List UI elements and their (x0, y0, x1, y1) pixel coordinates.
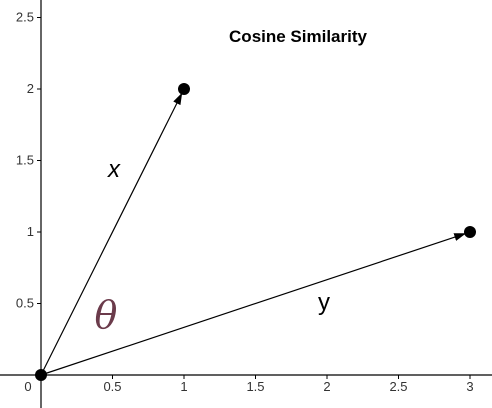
point-y (464, 226, 476, 238)
chart-title: Cosine Similarity (229, 27, 367, 46)
axis-ticks (37, 17, 471, 379)
y-tick-label: 1 (27, 224, 34, 239)
point-x (178, 83, 190, 95)
vector-y-arrow (40, 233, 467, 376)
y-tick-label: 2 (27, 81, 34, 96)
y-tick-label: 0.5 (16, 296, 34, 311)
x-tick-label: 0.5 (103, 379, 121, 394)
vector-x-arrow (40, 92, 183, 376)
y-tick-label: 2.5 (16, 10, 34, 25)
axis-tick-labels: 0.5 1 1.5 2 2.5 3 0.5 1 1.5 2 2.5 (16, 10, 474, 395)
vector-y-label: y (318, 289, 330, 316)
angle-theta-label: θ (95, 293, 118, 337)
vector-x-label: x (107, 156, 121, 183)
vector-endpoints (35, 83, 476, 381)
x-tick-label: 3 (466, 379, 473, 394)
x-tick-label: 2 (323, 379, 330, 394)
origin-label: 0 (24, 379, 31, 394)
x-tick-label: 1 (180, 379, 187, 394)
y-tick-label: 1.5 (16, 153, 34, 168)
x-tick-label: 1.5 (246, 379, 264, 394)
point-origin (35, 369, 47, 381)
x-tick-label: 2.5 (389, 379, 407, 394)
